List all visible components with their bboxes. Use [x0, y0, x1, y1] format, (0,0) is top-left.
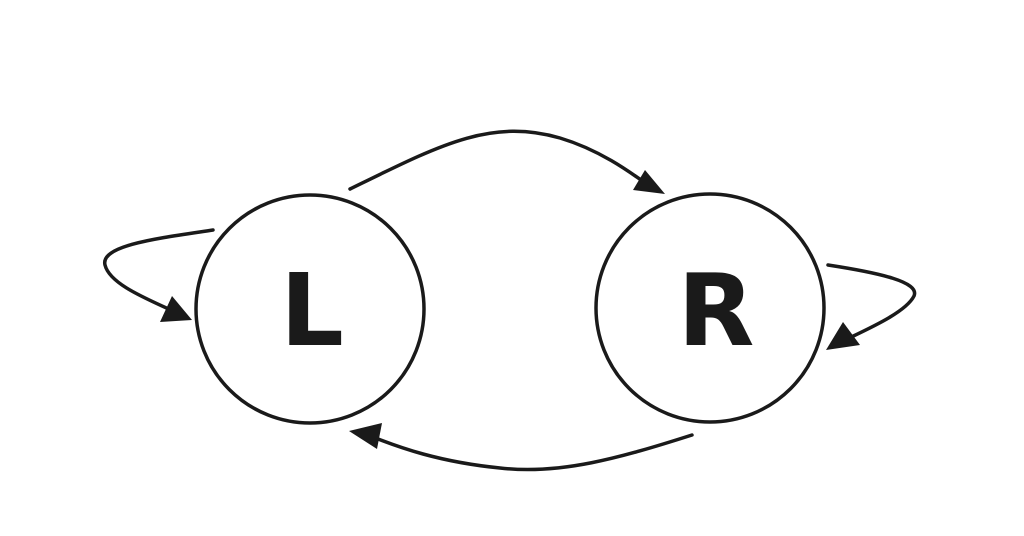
edge-L-self-loop [103, 228, 215, 314]
arrowhead-L-to-R [633, 170, 665, 194]
node-R [594, 192, 826, 424]
node-L [194, 193, 426, 425]
edge-R-to-L [366, 433, 694, 472]
edge-L-to-R [348, 129, 650, 191]
node-R-label: R [677, 252, 754, 369]
arrowhead-L-self [160, 296, 192, 322]
edge-R-self-loop [826, 263, 917, 342]
arrowhead-R-to-L [349, 423, 382, 449]
node-L-label: L [280, 252, 344, 369]
arrowhead-R-self [826, 322, 860, 350]
